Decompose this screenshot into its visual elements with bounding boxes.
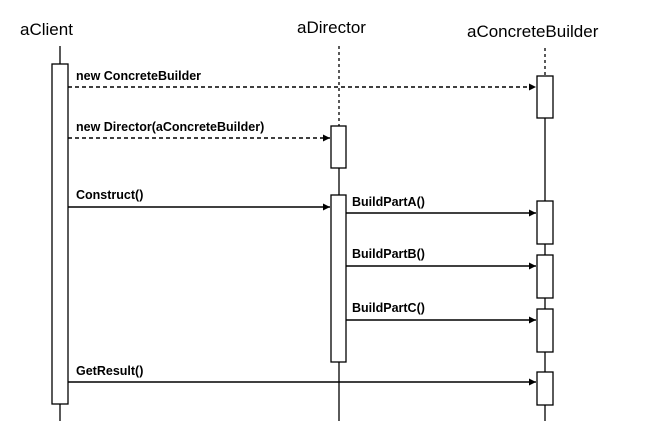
message-label-buildparta: BuildPartA() xyxy=(352,195,425,209)
activation-abuilder-getresult xyxy=(536,371,554,406)
activation-aclient xyxy=(51,63,69,405)
message-label-new-concretebuilder: new ConcreteBuilder xyxy=(76,69,201,83)
message-label-getresult: GetResult() xyxy=(76,364,143,378)
message-label-construct: Construct() xyxy=(76,188,143,202)
activation-abuilder-parta xyxy=(536,200,554,245)
activation-abuilder-partb xyxy=(536,254,554,299)
activation-abuilder-partc xyxy=(536,308,554,353)
activation-adirector-create xyxy=(330,125,347,169)
message-label-buildpartb: BuildPartB() xyxy=(352,247,425,261)
activation-adirector-construct xyxy=(330,194,347,363)
participant-adirector: aDirector xyxy=(297,18,366,37)
participant-aclient: aClient xyxy=(20,20,73,39)
message-label-buildpartc: BuildPartC() xyxy=(352,301,425,315)
activation-abuilder-create xyxy=(536,75,554,119)
participant-aconcretebuilder: aConcreteBuilder xyxy=(467,22,599,41)
message-label-new-director: new Director(aConcreteBuilder) xyxy=(76,120,264,134)
